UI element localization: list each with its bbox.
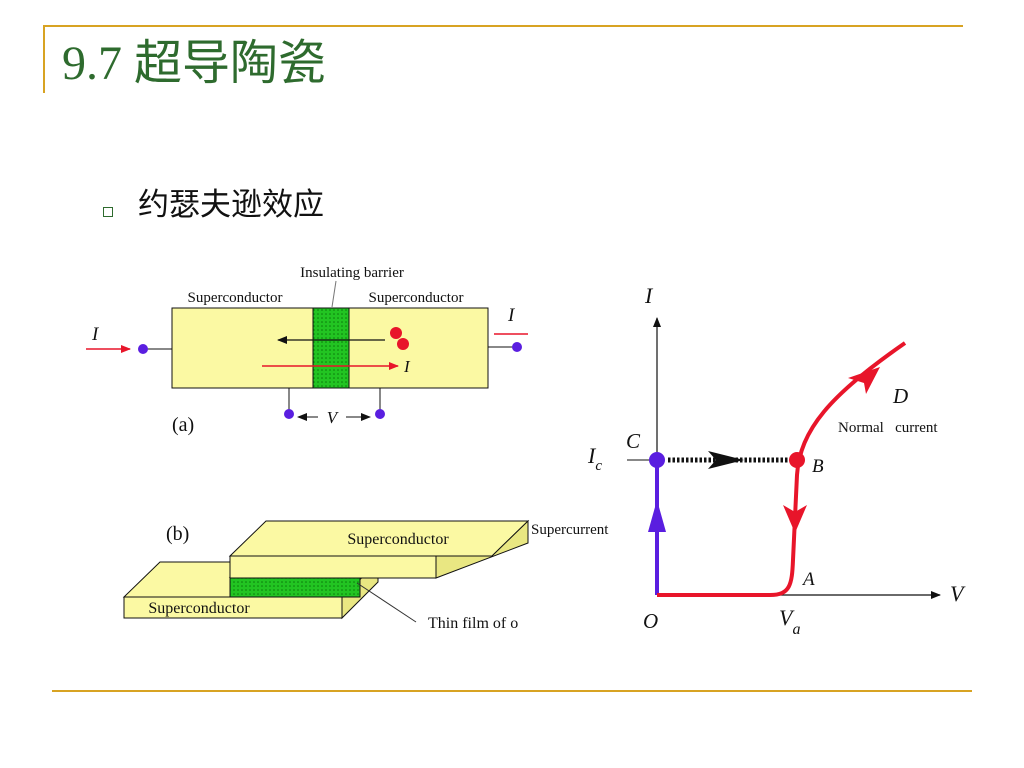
current-axis-label: I xyxy=(644,283,654,308)
return-arrow xyxy=(783,505,807,533)
left-terminal-dot xyxy=(138,344,148,354)
right-terminal-dot xyxy=(512,342,522,352)
thin-film-label: Thin film of o xyxy=(428,615,518,632)
figure-a: Insulating barrier Superconductor Superc… xyxy=(86,265,528,436)
point-a-label: A xyxy=(801,569,815,590)
right-current-label: I xyxy=(507,305,516,326)
top-rule xyxy=(43,25,963,27)
supercurrent-label: Supercurrent xyxy=(531,522,609,538)
left-current-label: I xyxy=(91,324,100,345)
bullet-text: 约瑟夫逊效应 xyxy=(138,187,324,222)
insulating-leader-line xyxy=(331,280,337,308)
ic-label: Ic xyxy=(587,443,602,474)
voltage-axis-label: V xyxy=(950,581,966,606)
figure-b: (b) Superconductor Superconductor Thin f… xyxy=(122,519,530,632)
left-superconductor-label: Superconductor xyxy=(188,290,283,306)
voltage-label: V xyxy=(327,408,340,427)
top-superconductor-label: Superconductor xyxy=(347,531,449,548)
point-c-label: C xyxy=(626,429,641,453)
bottom-rule xyxy=(52,690,972,692)
voltage-terminal-right xyxy=(375,409,385,419)
voltage-terminal-left xyxy=(284,409,294,419)
bullet-square-icon xyxy=(103,207,113,217)
insulating-barrier-label: Insulating barrier xyxy=(300,265,404,281)
figure-a-caption: (a) xyxy=(172,414,194,436)
point-d-label: D xyxy=(892,384,908,408)
origin-label: O xyxy=(643,609,658,633)
right-superconductor-label: Superconductor xyxy=(369,290,464,306)
normal-current-arrow xyxy=(848,367,880,394)
voltage-jump-arrow xyxy=(708,451,744,469)
point-b-dot xyxy=(789,452,805,468)
point-b-label: B xyxy=(812,456,824,477)
electron-pair-dot xyxy=(397,338,409,350)
bottom-superconductor-label: Superconductor xyxy=(148,600,250,617)
insulating-barrier xyxy=(312,307,350,389)
point-c-dot xyxy=(649,452,665,468)
va-label: Va xyxy=(779,605,800,638)
title-side-rule xyxy=(43,25,45,93)
slide-title: 9.7 超导陶瓷 xyxy=(62,37,327,90)
normal-current-label: Normal current xyxy=(838,420,938,436)
thin-film-front xyxy=(229,576,361,598)
inner-current-label: I xyxy=(403,357,411,376)
supercurrent-arrow xyxy=(648,500,666,532)
figure-b-caption: (b) xyxy=(166,523,189,545)
electron-pair-dot xyxy=(390,327,402,339)
iv-characteristic: I V O Ic C Supercurrent B A D Normal cur… xyxy=(531,283,966,638)
thin-film-leader-line xyxy=(356,582,417,623)
top-slab-front-face xyxy=(229,555,437,579)
